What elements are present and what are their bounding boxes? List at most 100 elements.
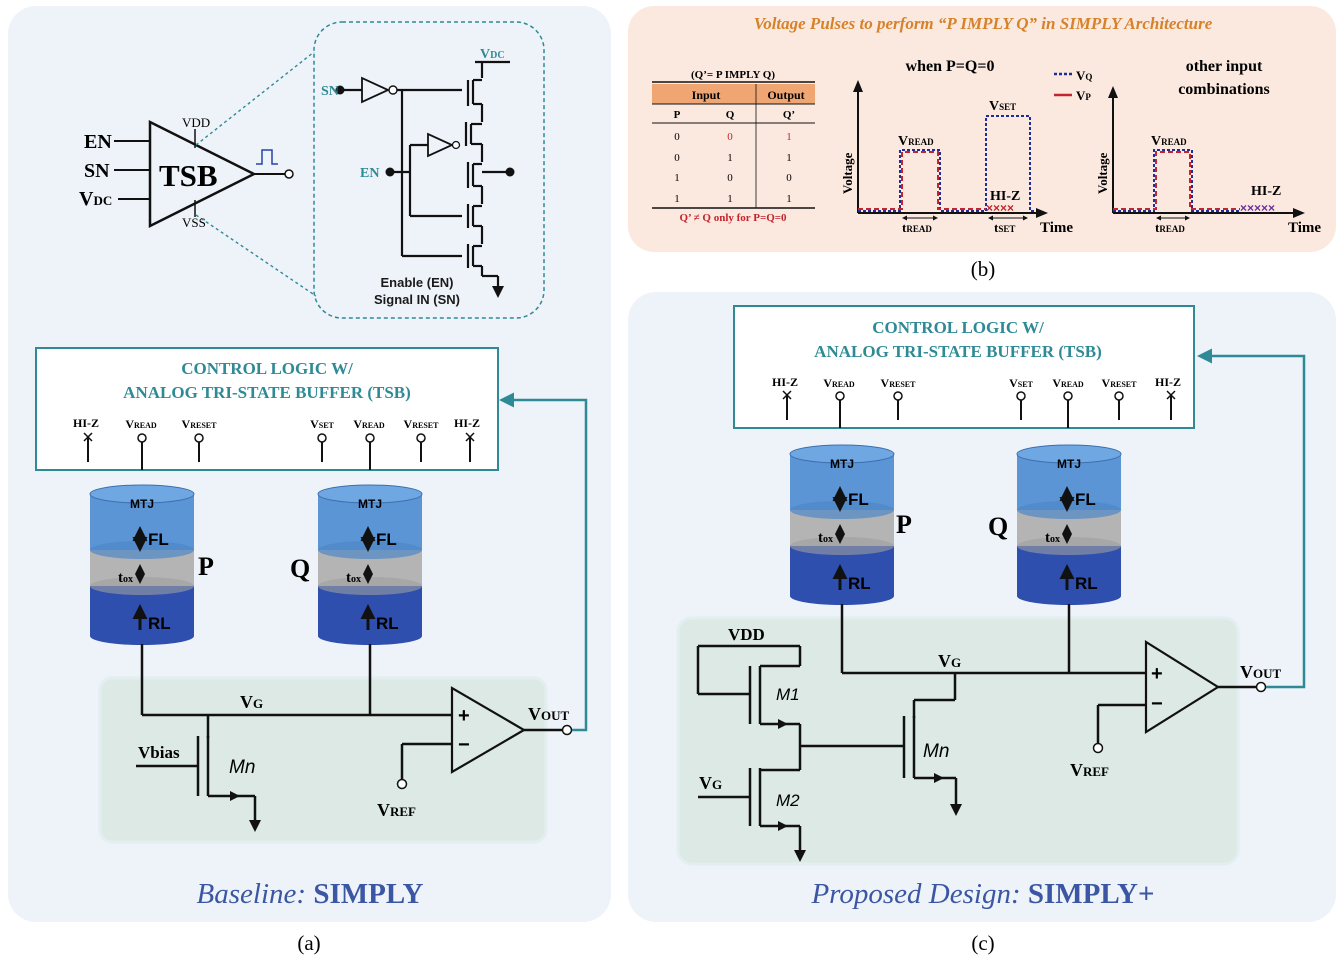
- vref-a-terminal: [396, 778, 408, 790]
- feedback-wire-c: [1197, 348, 1306, 689]
- control-pins-a: HI-Z VREAD VRESET VSET VREAD VRESET HI-Z: [73, 416, 480, 470]
- mtj-q-c-letter: Q: [988, 512, 1008, 541]
- pin-hiz-left-a: HI-Z: [73, 416, 99, 430]
- mtj-c-arrows: [832, 486, 1075, 590]
- opamp-c-minus: −: [1151, 693, 1163, 715]
- truth-table-title: (Q’= P IMPLY Q): [691, 69, 775, 81]
- truth-table-col-q: Q: [726, 109, 735, 121]
- mtj-q-c-fl: FL: [1075, 490, 1096, 509]
- plot2-axes: [1112, 96, 1295, 214]
- caption-b: (b): [971, 257, 996, 281]
- truth-table-head-input: Input: [692, 88, 721, 102]
- control-logic-box-c: [733, 305, 1195, 429]
- opamp-a-minus: −: [458, 734, 470, 756]
- legend-vp-label: VP: [1076, 88, 1091, 103]
- mtj-p-a-letter: P: [198, 552, 214, 581]
- vout-a-label: VOUT: [528, 704, 570, 724]
- vout-c-label: VOUT: [1240, 662, 1282, 682]
- plot1-xlabel: Time: [1040, 220, 1073, 236]
- mtj-p-a-fl: FL: [148, 530, 169, 549]
- feedback-wire-a: [499, 392, 588, 732]
- pin-vread-2-a: VREAD: [353, 417, 385, 431]
- mtj-p-a-rl: RL: [148, 614, 171, 633]
- tsb-detail-vdc-label: VDC: [480, 47, 505, 62]
- mtj-p-c-rl: RL: [848, 574, 871, 593]
- plot2-vq-trace: [1113, 149, 1240, 212]
- truth-table-r3-q: 1: [727, 193, 733, 205]
- footer-c: Proposed Design: SIMPLY+: [810, 878, 1154, 910]
- vref-c-terminal: [1092, 742, 1104, 754]
- m2-ground-arrow: [794, 850, 806, 862]
- vbias-a-label: Vbias: [138, 743, 180, 762]
- plot2-hiz-marks: ×××××: [1240, 201, 1275, 215]
- plot1-tread-label: tREAD: [902, 220, 932, 235]
- control-pins-c: HI-Z VREAD VRESET VSET VREAD VRESET HI-Z: [772, 375, 1181, 428]
- tsb-detail-caption-1: Enable (EN): [381, 275, 454, 290]
- pin-hiz-right-a: HI-Z: [454, 416, 480, 430]
- pin-vset-c: VSET: [1009, 376, 1033, 390]
- opamp-a-plus: +: [458, 705, 470, 727]
- plot1-vset-label: VSET: [989, 99, 1016, 114]
- mtj-a-arrows: [132, 526, 376, 630]
- mtj-p-c-tox: tox: [818, 530, 833, 546]
- m1-label: M1: [776, 685, 800, 704]
- mtj-q-c-tox: tox: [1045, 530, 1060, 546]
- truth-table-r1-q: 1: [727, 152, 733, 164]
- tsb-detail-out-node: [505, 167, 515, 177]
- tsb-detail-sn-node: [335, 85, 345, 95]
- sense-circuit-box-c: [676, 616, 1240, 866]
- truth-table-r3-p: 1: [674, 193, 680, 205]
- truth-table-r3-out: 1: [786, 193, 792, 205]
- plot2-hiz-label: HI-Z: [1251, 184, 1281, 199]
- tsb-symbol: [114, 51, 317, 297]
- vout-c-terminal: [1255, 681, 1267, 693]
- plot1-ylabel: Voltage: [840, 152, 855, 194]
- legend-vq-label: VQ: [1076, 68, 1092, 83]
- truth-table-r0-out: 1: [786, 131, 792, 143]
- tsb-sn-label: SN: [84, 160, 110, 182]
- pin-hiz-right-c: HI-Z: [1155, 375, 1181, 389]
- mtj-q-a-rl: RL: [376, 614, 399, 633]
- truth-table-r2-p: 1: [674, 172, 680, 184]
- control-title-a-line1: CONTROL LOGIC W/: [181, 359, 353, 378]
- caption-c: (c): [971, 931, 994, 955]
- plot1-y-arrow: [853, 80, 863, 92]
- truth-table-r0-p: 0: [674, 131, 680, 143]
- plot1-vp-trace: [858, 151, 986, 210]
- plot2-vread-label: VREAD: [1151, 134, 1187, 149]
- tsb-detail-sn-label: SN: [321, 84, 339, 99]
- truth-table-r2-out: 0: [786, 172, 792, 184]
- sense-circuit-box-a: [98, 676, 548, 844]
- mtj-q-a-top-label: MTJ: [358, 497, 382, 511]
- mtj-p-c-top-label: MTJ: [830, 457, 854, 471]
- vref-a-label: VREF: [377, 800, 416, 820]
- mtj-q-a-tox: tox: [346, 570, 361, 586]
- m2-label: M2: [776, 791, 800, 810]
- tsb-detail-schematic: [344, 60, 510, 288]
- tsb-vss-label: VSS: [182, 215, 206, 230]
- plot1-tset-label: tSET: [994, 220, 1015, 235]
- mtj-q-a-fl: FL: [376, 530, 397, 549]
- vout-a-terminal: [561, 724, 573, 736]
- vdd-c-label: VDD: [728, 625, 765, 644]
- pin-vset-a: VSET: [310, 417, 334, 431]
- plot1-x-arrow: [1036, 208, 1048, 218]
- plot2-tread-label: tREAD: [1155, 220, 1185, 235]
- mtj-p-a-top-label: MTJ: [130, 497, 154, 511]
- truth-table-r2-q: 0: [727, 172, 733, 184]
- pulses-title: Voltage Pulses to perform “P IMPLY Q” in…: [754, 14, 1213, 33]
- truth-table-r0-q: 0: [727, 131, 733, 143]
- plot1-hiz-label: HI-Z: [990, 189, 1020, 204]
- control-title-a-line2: ANALOG TRI-STATE BUFFER (TSB): [123, 383, 411, 402]
- sense-circuit-c: [696, 604, 1256, 852]
- mtj-q-c-top-label: MTJ: [1057, 457, 1081, 471]
- tsb-detail-ground-arrow: [492, 286, 504, 298]
- mn-a-ground-arrow: [249, 820, 261, 832]
- truth-table-note: Q’ ≠ Q only for P=Q=0: [679, 212, 787, 224]
- mtj-p-c-fl: FL: [848, 490, 869, 509]
- truth-table-r1-p: 0: [674, 152, 680, 164]
- control-title-c-line2: ANALOG TRI-STATE BUFFER (TSB): [814, 342, 1102, 361]
- vref-c-label: VREF: [1070, 760, 1109, 780]
- mn-a-label: Mn: [229, 757, 255, 778]
